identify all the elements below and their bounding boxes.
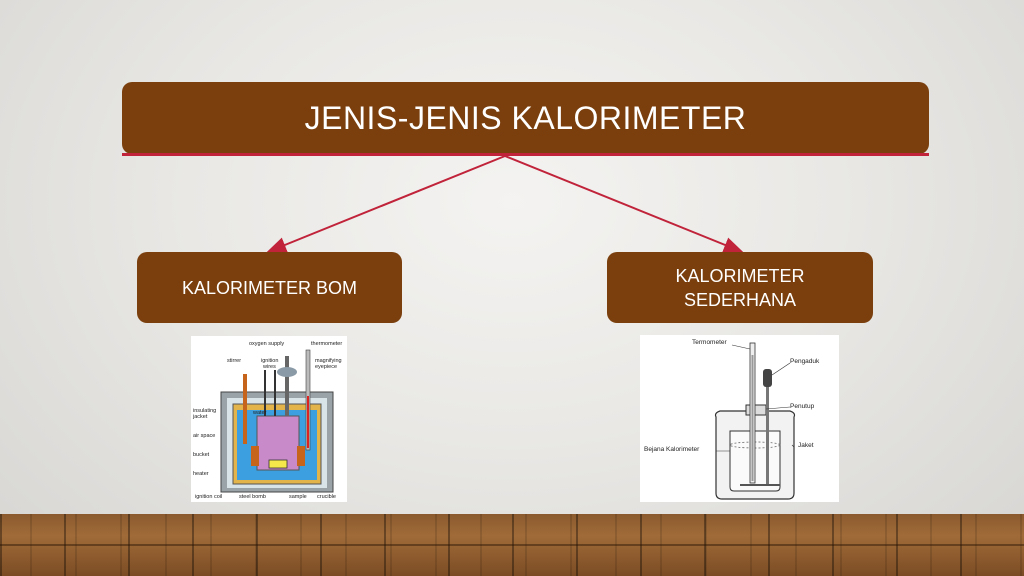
sample-shape (268, 459, 288, 469)
stirrer-handle-shape (763, 369, 772, 387)
title-underline (122, 153, 929, 156)
label-bejana: Bejana Kalorimeter (644, 446, 700, 453)
arrow-to-bomb (266, 155, 506, 253)
oxygen-supply-shape (285, 356, 289, 416)
label-magnifying-2: eyepiece (315, 364, 337, 370)
label-magnifying-1: magnifying (315, 358, 342, 364)
label-air-space: air space (193, 433, 215, 439)
floor-seam (0, 544, 1024, 546)
label-thermometer: thermometer (311, 341, 342, 347)
arrow-to-simple (504, 155, 744, 253)
bomb-calorimeter-box: KALORIMETER BOM (137, 252, 402, 323)
label-crucible: crucible (317, 494, 336, 500)
heater-right-shape (297, 446, 305, 466)
leader-lines (716, 344, 795, 452)
title-text: JENIS-JENIS KALORIMETER (304, 99, 747, 136)
lid-shape (745, 404, 767, 416)
title-box: JENIS-JENIS KALORIMETER (122, 82, 929, 154)
label-ignition-1: ignition (261, 358, 278, 364)
wooden-floor (0, 514, 1024, 576)
label-jaket: Jaket (798, 442, 814, 449)
ignition-wires-shape (264, 370, 276, 416)
heater-left-shape (251, 446, 259, 466)
simple-calorimeter-label-line2: SEDERHANA (683, 289, 797, 310)
label-termometer: Termometer (692, 339, 728, 346)
label-oxygen-supply: oxygen supply (249, 341, 284, 347)
oxygen-valve-shape (277, 367, 297, 377)
label-water: water (252, 410, 267, 416)
stirrer-rod-shape (766, 387, 769, 485)
label-sample: sample (289, 494, 307, 500)
bomb-calorimeter-image: oxygen supply thermometer stirrer igniti… (191, 336, 347, 502)
bomb-calorimeter-label: KALORIMETER BOM (181, 277, 358, 298)
label-ignition-coil: ignition coil (195, 494, 222, 500)
simple-calorimeter-label-line1: KALORIMETER (675, 265, 805, 286)
label-insulating-1: insulating (193, 408, 216, 414)
label-bucket: bucket (193, 452, 210, 458)
simple-calorimeter-image: Termometer Pengaduk Penutup Jaket Bejana… (640, 335, 839, 502)
label-stirrer: stirrer (227, 358, 241, 364)
thermometer-mercury-shape (307, 396, 309, 448)
label-ignition-2: wires (262, 364, 276, 370)
simple-calorimeter-box: KALORIMETER SEDERHANA (607, 252, 873, 323)
stirrer-shape (243, 374, 247, 444)
label-heater: heater (193, 471, 209, 477)
simple-thermometer-line (751, 355, 754, 481)
label-pengaduk: Pengaduk (790, 358, 820, 365)
label-insulating-2: jacket (192, 414, 208, 420)
label-steel-bomb: steel bomb (239, 494, 266, 500)
label-penutup: Penutup (790, 403, 815, 410)
